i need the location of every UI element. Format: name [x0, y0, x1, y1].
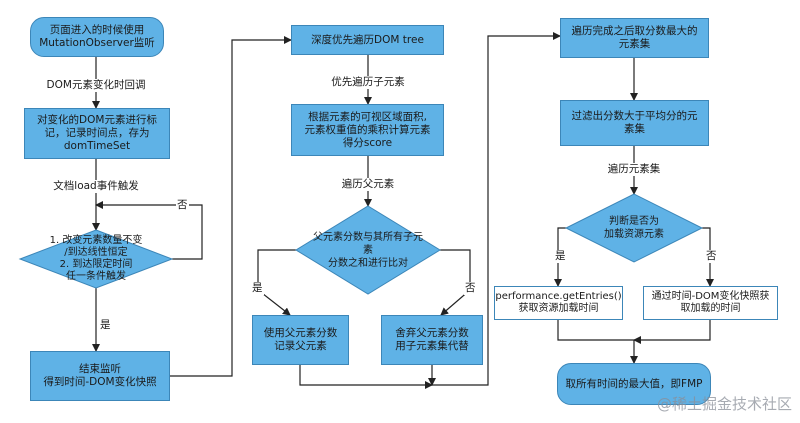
edge-resource-no — [702, 227, 714, 287]
edge-endlisten-to-dfs — [170, 36, 292, 377]
node-dfs: 深度优先遍历DOM tree — [291, 25, 444, 55]
edge-label-check-yes: 是 — [99, 319, 112, 332]
check-diamond — [18, 229, 174, 289]
edge-resource-yes — [554, 227, 566, 287]
edge-label-dom-callback: DOM元素变化时回调 — [45, 79, 147, 92]
node-start: 页面进入的时候使用 MutationObserver监听 — [30, 17, 164, 57]
node-max-set: 遍历完成之后取分数最大的 元素集 — [560, 18, 709, 58]
edge-label-check-no: 否 — [176, 199, 189, 212]
node-perf: performance.getEntries() 获取资源加载时间 — [494, 286, 623, 320]
edge-label-traverse-parent: 遍历父元素 — [340, 178, 396, 191]
edge-useparent-to-merge — [299, 365, 433, 389]
node-check-text: 1. 改变元素数量不变 /到达线性恒定 2. 到达限定时间 任一条件触发 — [49, 235, 143, 282]
edge-mutation-to-fmp — [633, 320, 711, 344]
edge-label-traverse-set: 遍历元素集 — [606, 163, 662, 176]
edge-label-resource-no: 否 — [705, 250, 718, 263]
compare-diamond — [295, 205, 441, 295]
node-use-parent: 使用父元素分数 记录父元素 — [252, 315, 349, 365]
resource-diamond — [564, 193, 704, 263]
edge-label-onload: 文档load事件触发 — [52, 180, 140, 193]
edge-compare-yes — [257, 249, 296, 316]
node-mark: 对变化的DOM元素进行标记，记录时间点，存为domTimeSet — [24, 108, 170, 159]
edge-label-compare-yes: 是 — [251, 282, 264, 295]
node-filter: 过滤出分数大于平均分的元 素集 — [560, 100, 709, 146]
node-use-children: 舍弃父元素分数 用子元素集代替 — [381, 315, 483, 365]
node-mutation-time: 通过时间-DOM变化快照获 取加载的时间 — [643, 286, 778, 320]
edge-merge-to-maxset — [432, 32, 561, 386]
watermark: @稀土掘金技术社区 — [656, 395, 792, 413]
node-end-listen: 结束监听 得到时间-DOM变化快照 — [30, 351, 170, 401]
edge-label-child-first: 优先遍历子元素 — [330, 76, 406, 89]
node-score: 根据元素的可视区域面积, 元素权重值的乘积计算元素 得分score — [291, 104, 444, 156]
edge-label-compare-no: 否 — [464, 282, 477, 295]
edge-label-resource-yes: 是 — [554, 250, 567, 263]
node-resource-text: 判断是否为 加载资源元素 — [604, 216, 664, 240]
node-compare-text: 父元素分数与其所有子元素 分数之和进行比对 — [313, 231, 423, 269]
edge-check-no-loop — [95, 201, 203, 260]
edge-compare-no — [440, 249, 471, 316]
edge-perf-to-fmp — [557, 320, 638, 364]
node-fmp: 取所有时间的最大值，即FMP — [557, 363, 711, 405]
